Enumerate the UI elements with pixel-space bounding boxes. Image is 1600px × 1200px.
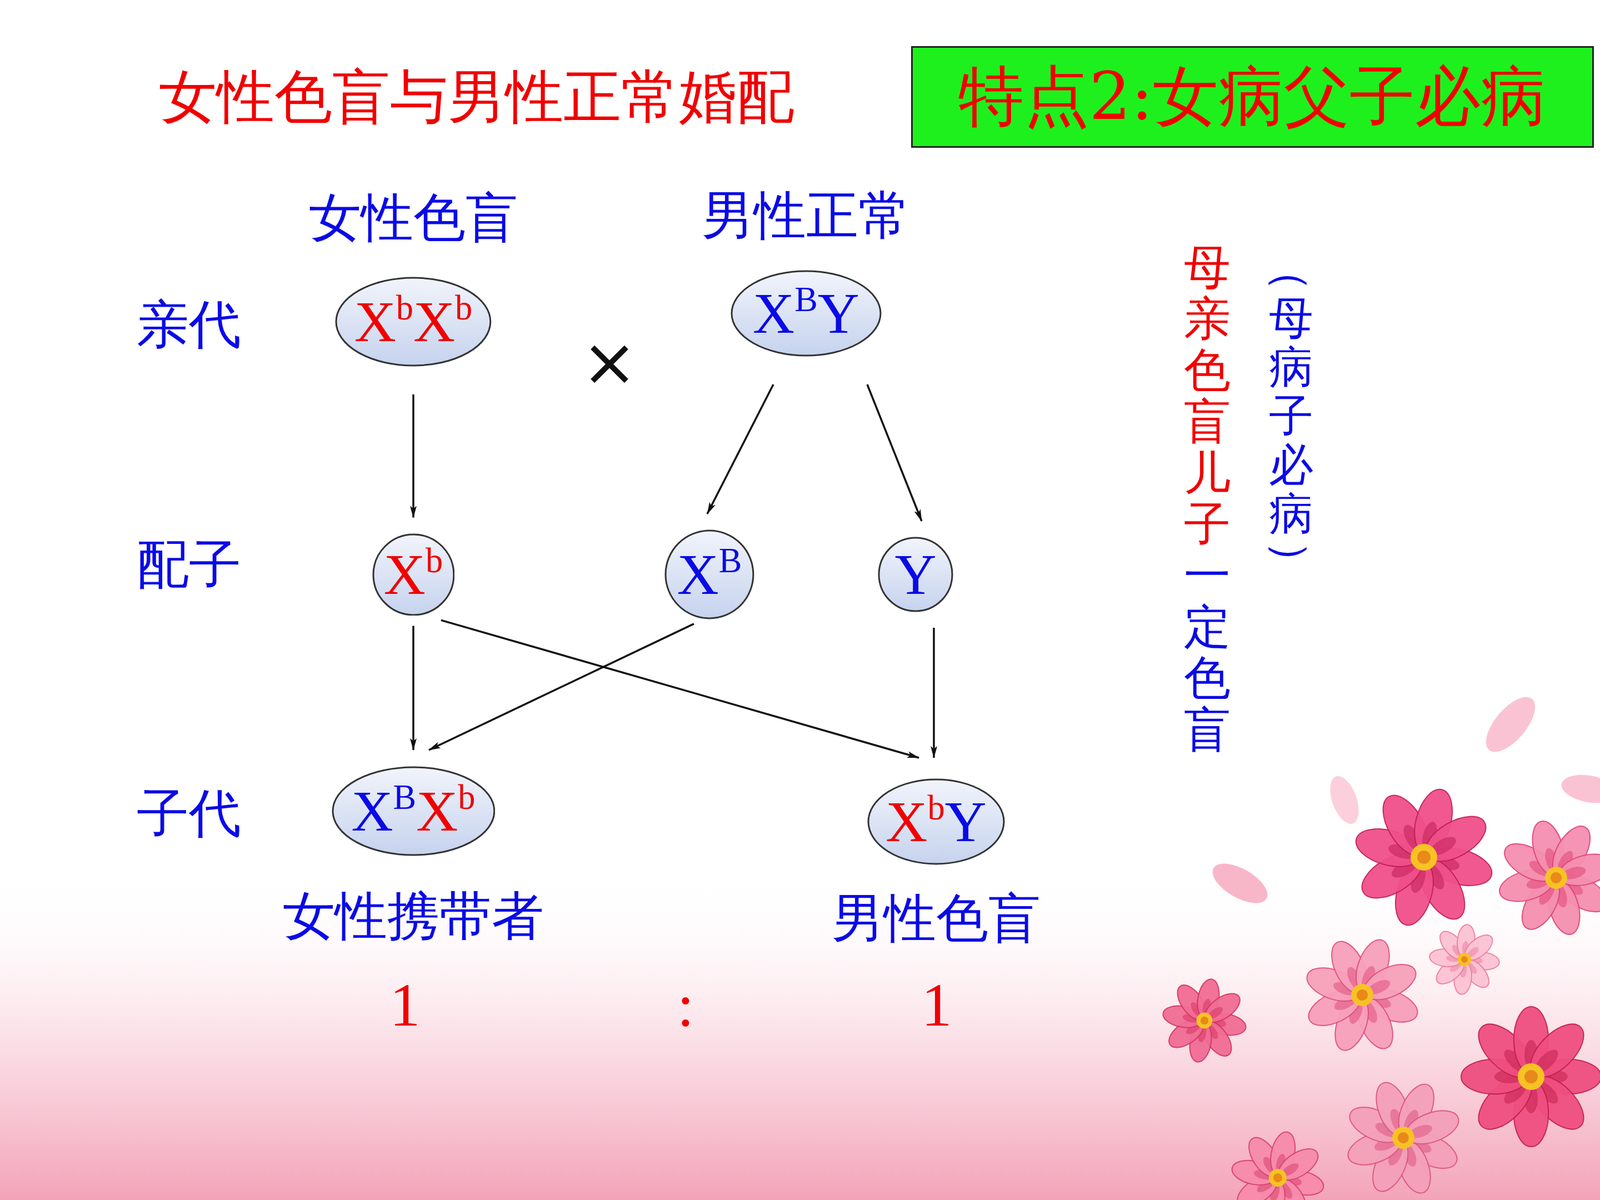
- genotype-ellipse: XBXb: [331, 766, 496, 857]
- genotype-text: XB: [677, 545, 743, 604]
- petal: [1477, 688, 1544, 760]
- petal: [1559, 771, 1600, 808]
- gamete-shape: Xb: [372, 533, 455, 617]
- vertical-note: （母病子必病）: [1268, 245, 1314, 588]
- phenotype-text: 男性正常: [701, 185, 911, 246]
- ratio-number: 1: [390, 970, 421, 1041]
- flower: [1222, 1122, 1333, 1200]
- genotype-ellipse: XbXb: [335, 276, 492, 367]
- arrow-connector: [867, 384, 922, 522]
- row-label: 子代: [136, 783, 242, 844]
- parent-genotype: 男性正常 XBY: [701, 185, 911, 357]
- offspring-genotype: XBXb 女性携带者: [282, 766, 544, 947]
- flower: [1155, 971, 1253, 1069]
- flower: [1426, 921, 1503, 998]
- genotype-ellipse: XbY: [867, 778, 1005, 865]
- gamete-circle: Y: [877, 536, 954, 613]
- phenotype-text: 男性色盲: [831, 888, 1041, 949]
- genotype-text: Xb: [383, 545, 443, 604]
- title: 女性色盲与男性正常婚配: [158, 63, 795, 131]
- flower: [1325, 1060, 1481, 1200]
- gamete-shape: XB: [664, 529, 755, 620]
- flower-decoration: [1155, 688, 1600, 1200]
- ratio-number: 1: [921, 970, 953, 1041]
- genotype-text: XBXb: [351, 782, 475, 840]
- flower: [1461, 1006, 1600, 1147]
- parent-genotype: 女性色盲 XbXb: [308, 187, 518, 367]
- petal: [1324, 772, 1365, 828]
- gamete-circle: Xb: [372, 533, 455, 617]
- genotype-text: XbXb: [354, 292, 473, 351]
- feature-text: 特点2:女病父子必病: [958, 58, 1547, 135]
- phenotype-text: 女性色盲: [308, 187, 518, 248]
- row-label: 配子: [136, 534, 242, 595]
- genotype-ellipse: XBY: [730, 270, 882, 357]
- genotype-text: XbY: [885, 792, 987, 851]
- gamete-circle: XB: [664, 529, 755, 620]
- arrow-connector: [707, 384, 774, 514]
- flower: [1287, 920, 1437, 1070]
- gamete-shape: Y: [877, 536, 954, 613]
- feature-box: 特点2:女病父子必病: [911, 46, 1594, 148]
- ratio-colon: :: [677, 970, 695, 1041]
- vertical-note: 母亲色盲儿子一定色盲: [1183, 241, 1231, 755]
- arrow-connector: [412, 394, 415, 518]
- row-label: 亲代: [136, 294, 242, 355]
- phenotype-text: 女性携带者: [282, 886, 544, 947]
- petal: [1206, 855, 1274, 912]
- arrow-connector: [441, 620, 919, 758]
- genotype-text: XBY: [752, 284, 860, 343]
- flower: [1476, 798, 1600, 958]
- flower: [1338, 771, 1510, 944]
- arrow-connector: [412, 625, 415, 750]
- pink-ground: [0, 866, 1600, 1200]
- genotype-text: Y: [894, 545, 937, 604]
- arrow-connector: [932, 627, 935, 758]
- offspring-genotype: XbY 男性色盲: [831, 778, 1041, 949]
- arrow-connector: [428, 623, 694, 750]
- cross-symbol: ×: [581, 323, 638, 401]
